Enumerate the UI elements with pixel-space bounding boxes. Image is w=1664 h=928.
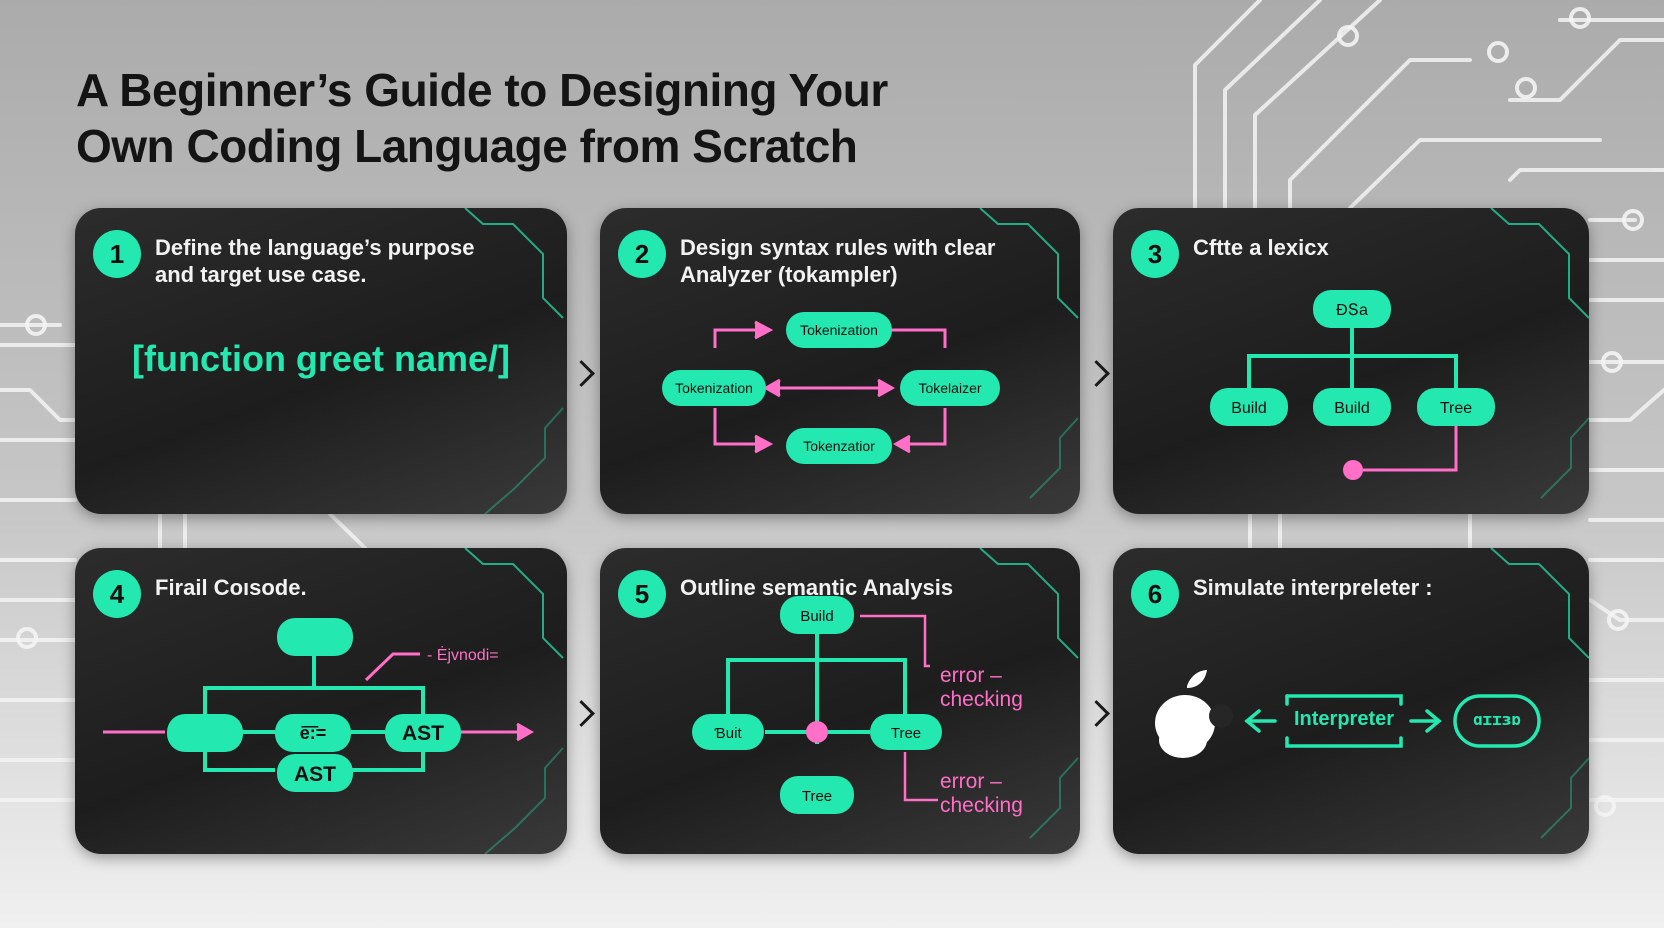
step-card-2: Tokenization Tokenization Tokelaizer Tok…	[600, 208, 1080, 514]
step-heading: Design syntax rules with clear Analyzer …	[680, 235, 996, 287]
output-label: ɑɪɪɜɒ	[1472, 710, 1522, 729]
card-decoration	[464, 208, 564, 514]
node-tokenizer-bottom: Tokenzatior	[803, 438, 875, 454]
node-build: Build	[800, 608, 833, 625]
node-tokenization-left: Tokenization	[675, 380, 753, 396]
tokenization-diagram: Tokenization Tokenization Tokelaizer Tok…	[662, 208, 1079, 499]
step-heading: Cftte a lexicx	[1193, 235, 1329, 260]
step-card-4: e͞:= AST AST - Ėjvnodi= 4 Firail Coısode…	[75, 548, 567, 854]
step-heading: Simulate interpreleter :	[1193, 575, 1433, 600]
node-tree: Tree	[1440, 400, 1472, 417]
node-tree-bottom: Tree	[802, 788, 832, 805]
error-checking-label-top: error –checking	[940, 664, 1023, 711]
node-ast-right: AST	[402, 722, 444, 745]
step-number: 1	[93, 230, 141, 278]
node-tree-right: Tree	[891, 725, 921, 742]
step-heading: Firail Coısode.	[155, 575, 307, 600]
node-tokenization-top: Tokenization	[800, 322, 878, 338]
node-build-left: Build	[1231, 400, 1267, 417]
annotation-label: - Ėjvnodi=	[427, 645, 499, 664]
interpreter-label: Interpreter	[1293, 708, 1395, 730]
step-number: 6	[1131, 570, 1179, 618]
page-title: A Beginner’s Guide to Designing Your Own…	[76, 64, 888, 172]
step-number: 5	[618, 570, 666, 618]
node-ast-bottom: AST	[294, 763, 336, 786]
step-card-6: Interpreter ɑɪɪɜɒ 6 Simulate interprelet…	[1113, 548, 1589, 854]
interpreter-diagram	[1155, 548, 1589, 839]
step-number: 3	[1131, 230, 1179, 278]
node-tokenizer-right: Tokelaizer	[918, 380, 981, 396]
error-checking-label-bottom: error –checking	[940, 770, 1023, 817]
node-root: ĐՏa	[1336, 302, 1368, 319]
lexer-tree-diagram: ĐՏa Build Build Tree	[1210, 208, 1589, 499]
semantic-analysis-diagram: Build Ɓuit Tree Tree	[692, 548, 1079, 839]
step-number: 2	[618, 230, 666, 278]
node-build-center: Build	[1334, 400, 1370, 417]
step-heading: Outline semantic Analysis	[680, 575, 954, 600]
apple-icon	[1155, 670, 1233, 758]
step-card-3: ĐՏa Build Build Tree 3 Cftte a lexicx	[1113, 208, 1589, 514]
step-card-5: Build Ɓuit Tree Tree error –checking err…	[600, 548, 1080, 854]
step-heading: Define the language’s purpose and target…	[155, 235, 475, 287]
ast-diagram: e͞:= AST AST - Ėjvnodi=	[103, 548, 564, 854]
node-assign: e͞:=	[300, 723, 327, 743]
node-built: Ɓuit	[714, 725, 742, 742]
step-number: 4	[93, 570, 141, 618]
step-card-1: 1 Define the language’s purpose and targ…	[75, 208, 567, 514]
code-sample: [function greet name/]	[131, 338, 511, 379]
